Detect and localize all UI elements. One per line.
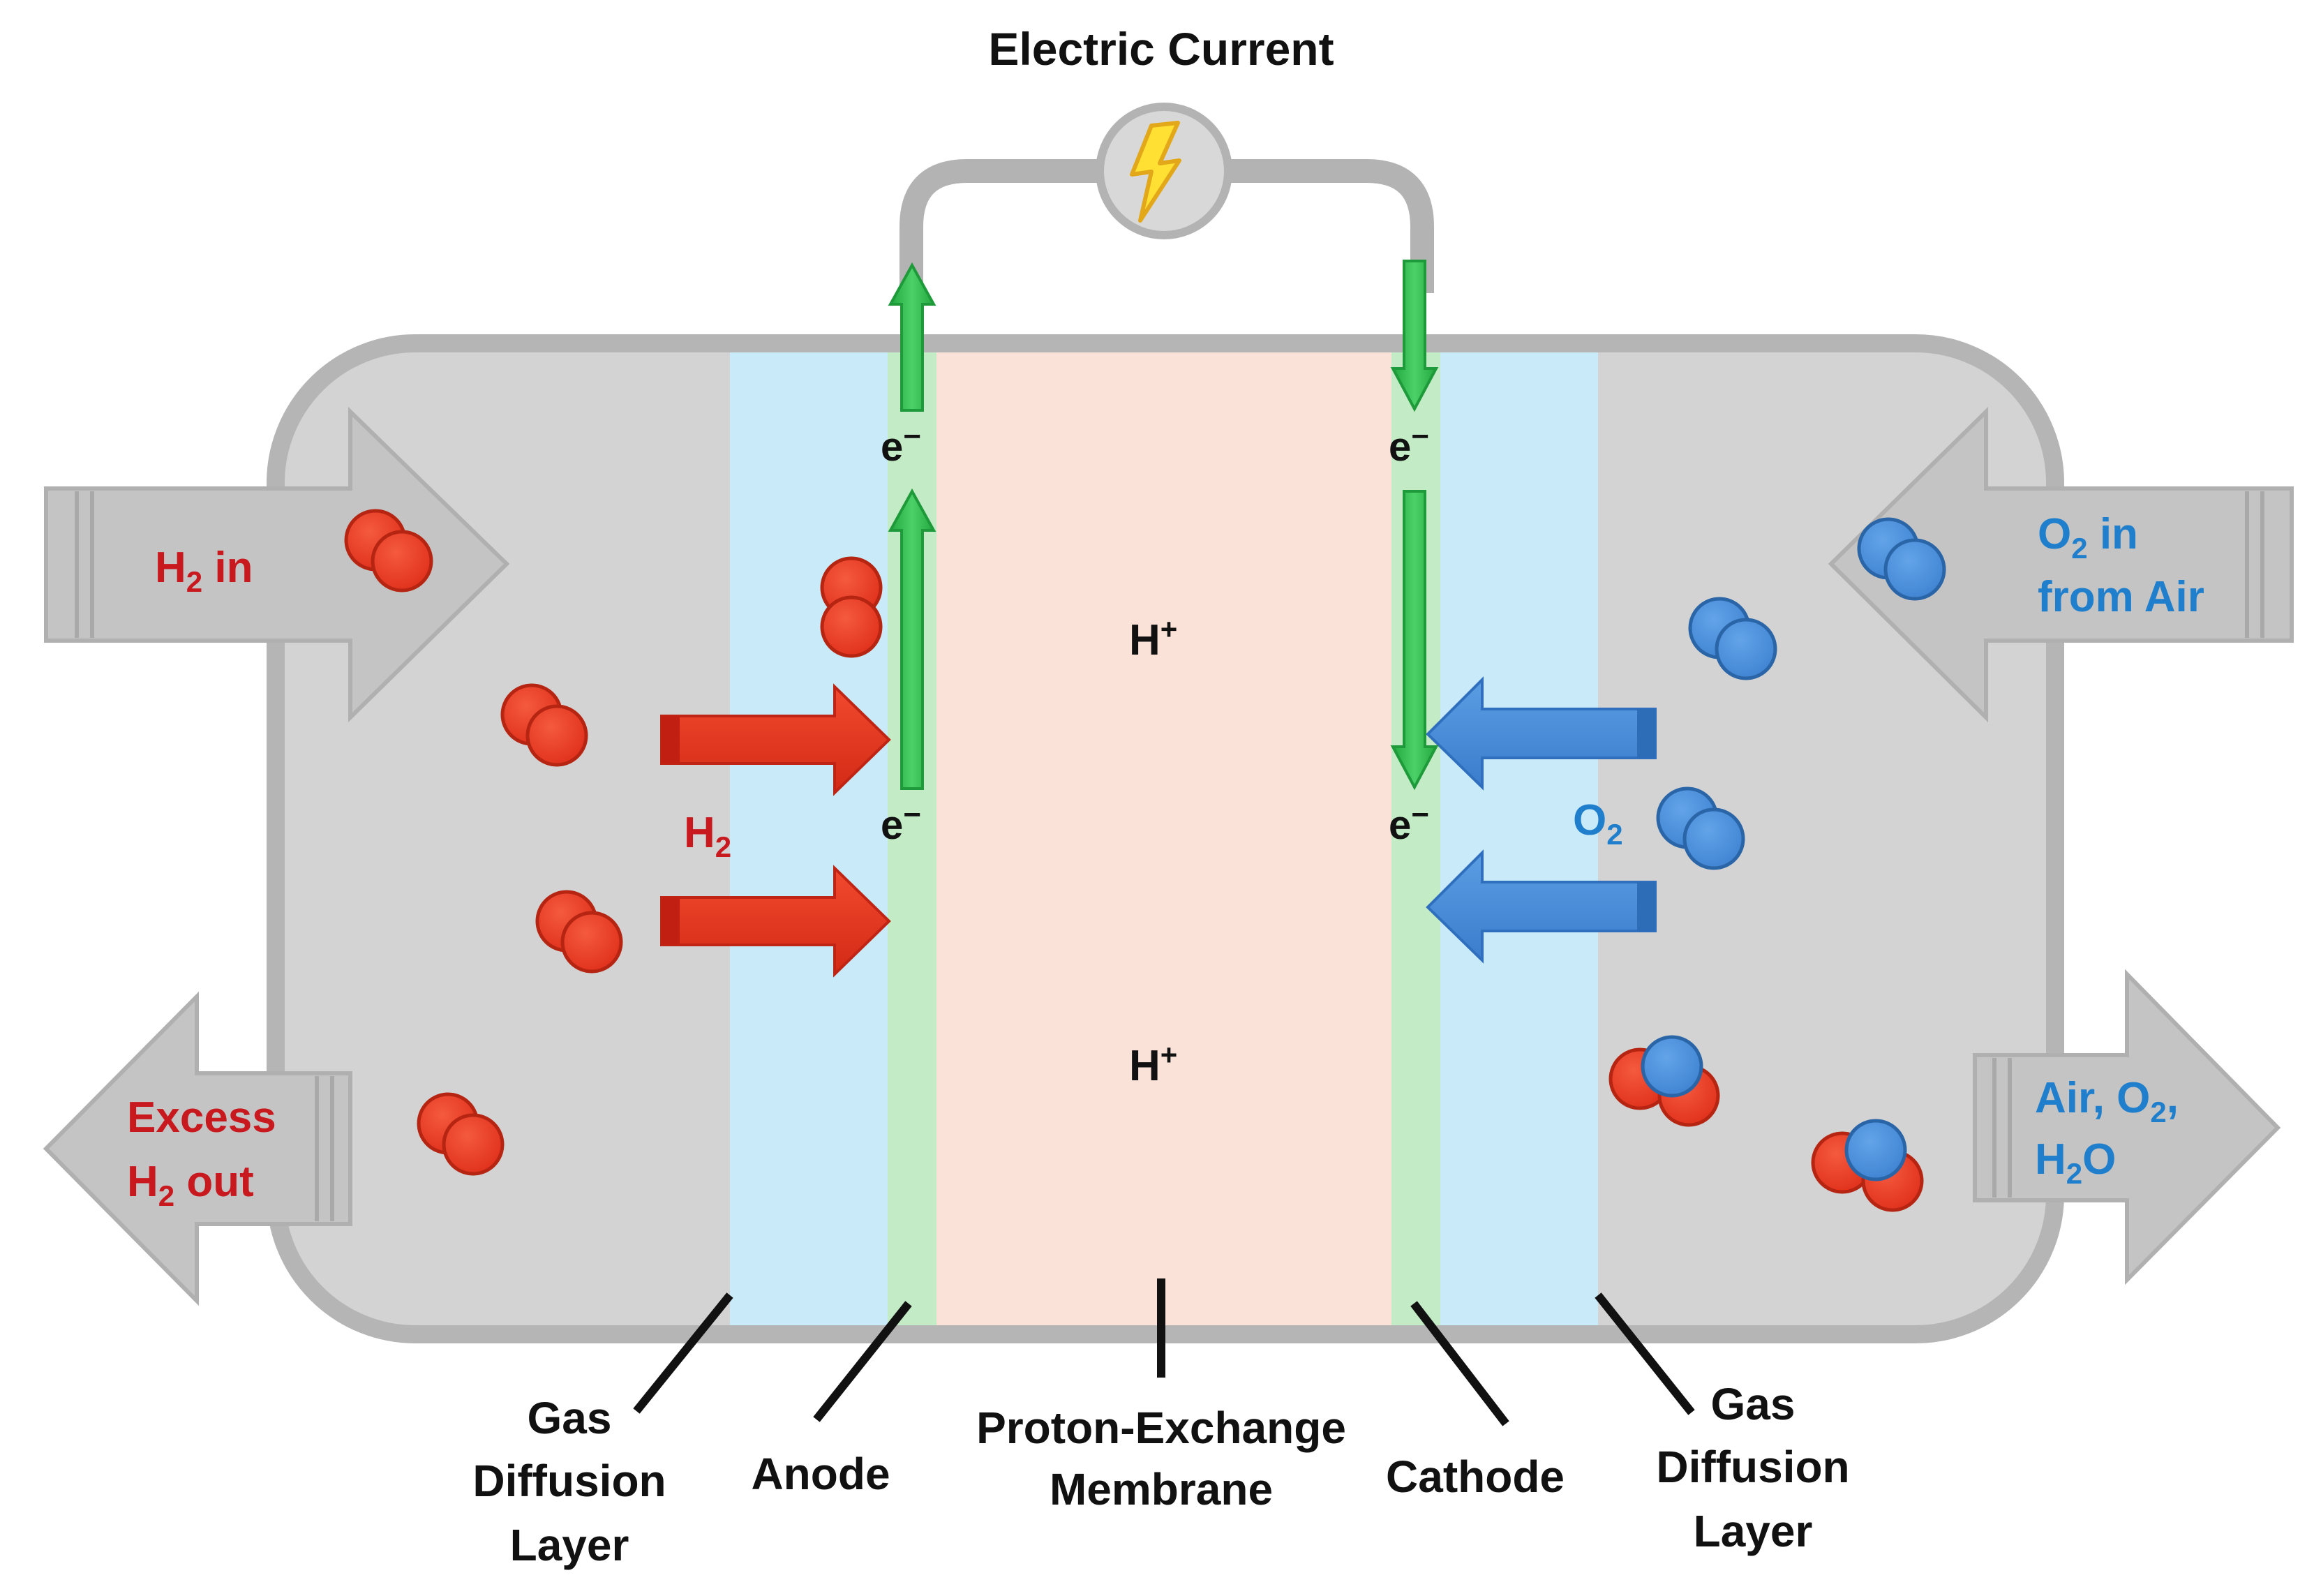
air-out-label-line2: H2O [2035, 1135, 2116, 1190]
o2-inlet-arrow [1828, 406, 2294, 723]
label-pem-line1: Proton-Exchange [976, 1403, 1346, 1453]
o2-molecule-icon [1656, 786, 1745, 870]
electric-load [1096, 103, 1232, 239]
label-gdl-left-line1: Gas [528, 1393, 612, 1443]
label-gdl-right-line2: Diffusion [1656, 1442, 1849, 1492]
o2-flow-label: O2 [1573, 796, 1623, 851]
h2-molecule-icon [500, 683, 588, 767]
o2-in-label-line2: from Air [2038, 573, 2204, 621]
h2-molecule-icon [344, 509, 433, 592]
gas-diffusion-layer-left [730, 352, 888, 1325]
leader-gdl-right [1595, 1292, 1695, 1415]
leader-lines [633, 1278, 1695, 1426]
molecules [344, 509, 1946, 1212]
electron-arrow-cathode-upper [1390, 260, 1439, 412]
label-gdl-right-line3: Layer [1694, 1506, 1813, 1556]
h2-out-label-line2: H2 out [127, 1158, 254, 1212]
electron-label-cathode-upper: e− [1389, 419, 1429, 470]
o2-flow-arrow-lower [1426, 849, 1657, 964]
h2-flow-arrow-lower [660, 865, 891, 978]
gas-diffusion-layer-right [1440, 352, 1598, 1325]
label-pem-line2: Membrane [1050, 1464, 1273, 1514]
label-anode: Anode [751, 1449, 890, 1499]
h2-molecule-icon [417, 1092, 505, 1176]
proton-label-upper: H+ [1129, 613, 1177, 664]
proton-label-lower: H+ [1129, 1038, 1177, 1090]
h2o-molecule-icon [1608, 1035, 1720, 1127]
h2-molecule-icon [820, 556, 883, 658]
leader-gdl-left [633, 1292, 733, 1414]
h2-inlet-arrow [44, 406, 510, 723]
label-cathode: Cathode [1386, 1452, 1565, 1502]
leader-anode [813, 1301, 912, 1422]
o2-molecule-icon [1688, 597, 1777, 680]
h2-outlet-arrow [43, 991, 352, 1306]
label-gdl-left-line3: Layer [510, 1520, 629, 1570]
air-water-outlet-arrow [1973, 969, 2281, 1285]
diagram-title: Electric Current [988, 23, 1334, 75]
h2-molecule-icon [535, 890, 623, 974]
h2-flow-label: H2 [684, 809, 731, 863]
external-circuit-wire [900, 159, 1434, 293]
electron-label-cathode-lower: e− [1389, 798, 1429, 848]
electron-arrow-cathode-lower [1390, 490, 1439, 791]
air-out-label-line1: Air, O2, [2035, 1074, 2179, 1128]
proton-exchange-membrane [936, 352, 1391, 1325]
h2-flow-arrow-upper [660, 683, 891, 796]
h2-in-label: H2 in [155, 544, 253, 598]
h2o-molecule-icon [1811, 1119, 1924, 1212]
label-gdl-right-line1: Gas [1711, 1379, 1796, 1429]
leader-cathode [1410, 1301, 1509, 1426]
o2-molecule-icon [1857, 517, 1946, 601]
lightning-bolt-icon [1130, 121, 1181, 223]
electron-arrow-anode-lower [888, 488, 936, 790]
o2-flow-arrow-upper [1426, 676, 1657, 791]
o2-in-label: O2 in [2038, 510, 2138, 565]
label-gdl-left-line2: Diffusion [472, 1456, 666, 1506]
electron-label-anode-upper: e− [881, 419, 921, 470]
h2-out-label-line1: Excess [127, 1094, 276, 1142]
electron-label-anode-lower: e− [881, 798, 921, 848]
electron-arrow-anode-upper [888, 262, 936, 412]
